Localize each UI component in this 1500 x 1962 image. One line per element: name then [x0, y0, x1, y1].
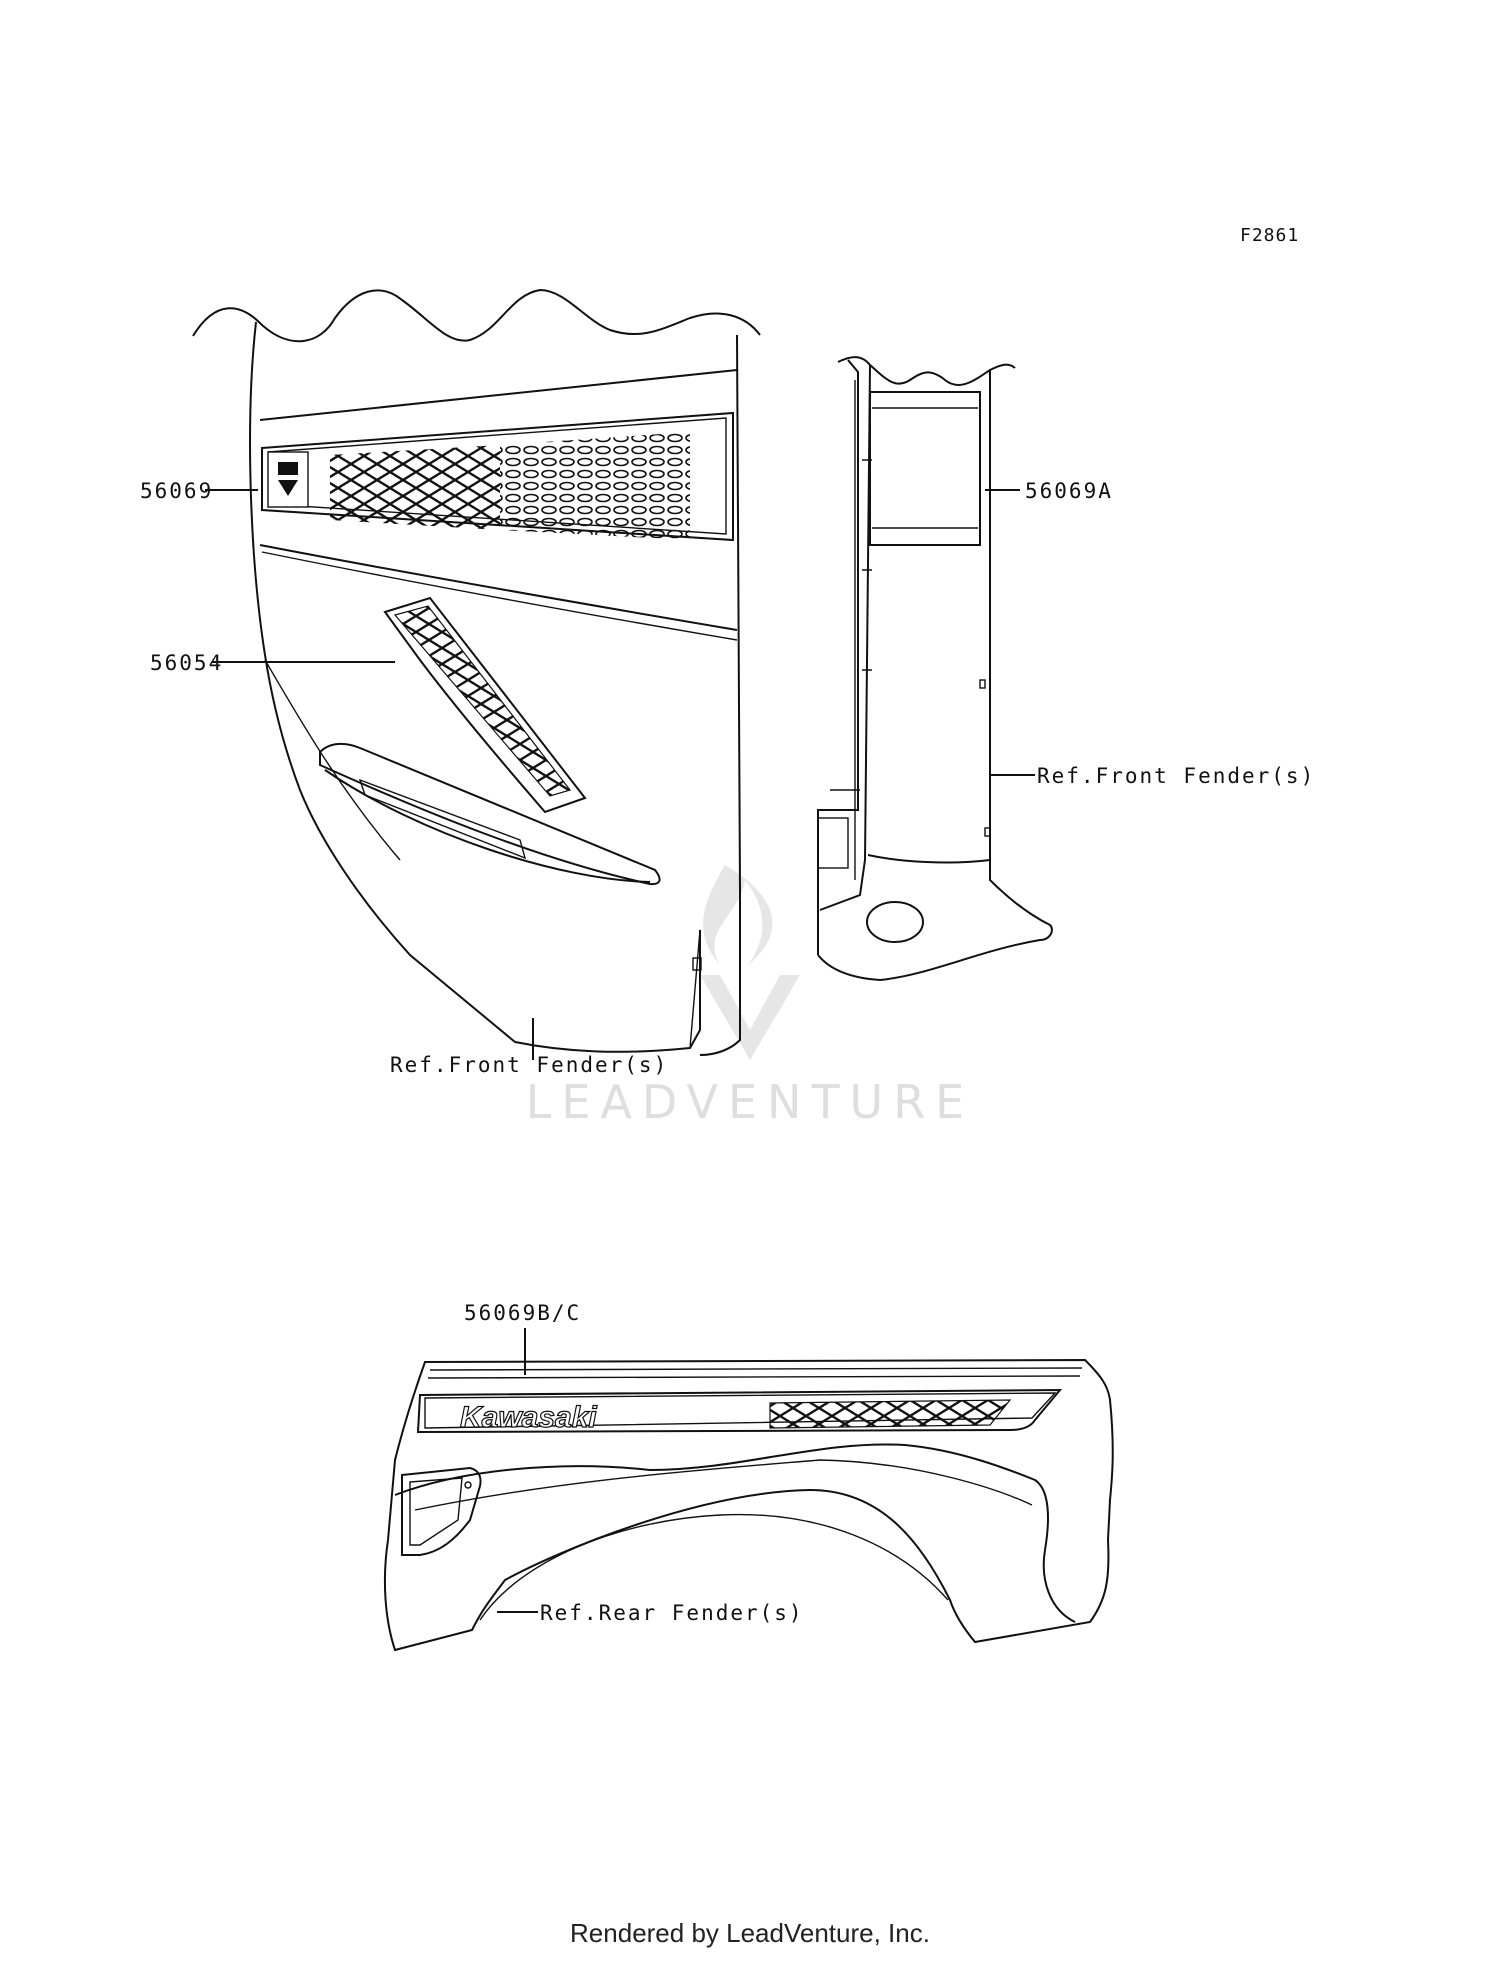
- callout-56054: 56054: [150, 651, 223, 675]
- callout-56069bc: 56069B/C: [464, 1301, 581, 1325]
- figure-code: F2861: [1240, 225, 1299, 246]
- leadventure-watermark: LEADVENTURE: [526, 865, 975, 1129]
- rear-fender-panel: Kawasaki: [383, 1358, 1114, 1652]
- ref-rear-fender-label: Ref.Rear Fender(s): [540, 1601, 804, 1625]
- callout-56069: 56069: [140, 479, 213, 503]
- footer-credit: Rendered by LeadVenture, Inc.: [570, 1918, 930, 1948]
- kawasaki-decal-text: Kawasaki: [460, 1401, 597, 1434]
- front-fender-panel: [192, 288, 761, 1056]
- watermark-text: LEADVENTURE: [526, 1075, 975, 1129]
- ref-front-fender-label-1: Ref.Front Fender(s): [390, 1053, 668, 1077]
- ref-front-fender-label-2: Ref.Front Fender(s): [1037, 764, 1315, 788]
- front-fender-side-panel: [817, 356, 1053, 982]
- callout-56069a: 56069A: [1025, 479, 1113, 503]
